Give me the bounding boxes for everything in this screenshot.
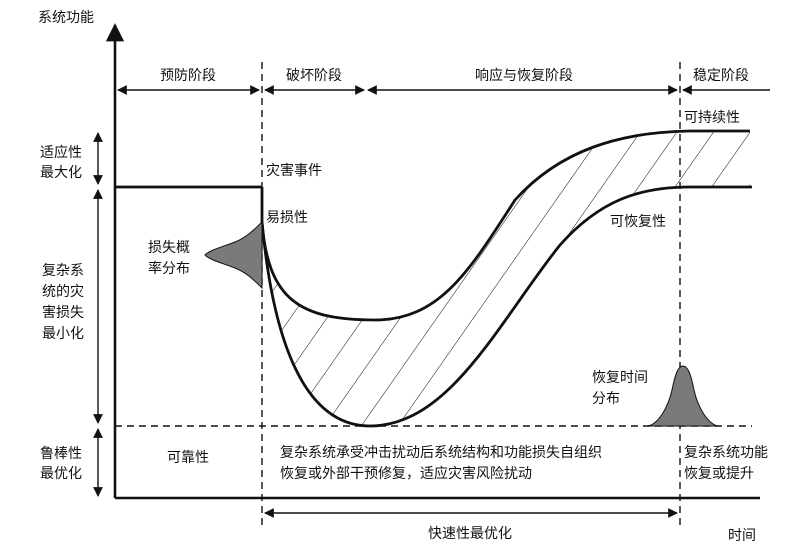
- recovery-time-label-line1: 恢复时间: [592, 369, 648, 386]
- phase-stable-label: 稳定阶段: [693, 68, 749, 84]
- y-axis-label: 系统功能: [38, 10, 94, 26]
- loss-probability-label-line2: 率分布: [148, 260, 190, 277]
- recoverability-label: 可恢复性: [610, 213, 666, 230]
- right-description-line1: 复杂系统功能: [684, 444, 768, 461]
- loss-label-line4: 最小化: [42, 326, 84, 342]
- middle-description-line2: 恢复或外部干预修复，适应灾害风险扰动: [280, 465, 532, 482]
- sustainability-label: 可持续性: [684, 109, 740, 126]
- right-description-line2: 恢复或提升: [684, 465, 754, 482]
- vulnerability-label: 易损性: [266, 210, 308, 226]
- hatched-loss-region: [262, 131, 750, 426]
- vulnerability-curve: [260, 185, 752, 428]
- reliability-label: 可靠性: [167, 450, 209, 466]
- middle-description-line1: 复杂系统承受冲击扰动后系统结构和功能损失自组织: [280, 444, 602, 461]
- robustness-label-line2: 最优化: [40, 466, 82, 482]
- loss-label-line2: 统的灾: [42, 283, 84, 300]
- loss-probability-label-line1: 损失概: [148, 240, 190, 256]
- loss-label-line1: 复杂系: [42, 262, 84, 279]
- recovery-time-distribution: [647, 365, 719, 427]
- recovery-time-label-line2: 分布: [592, 391, 620, 407]
- phase-response-label: 响应与恢复阶段: [475, 67, 573, 84]
- recoverability-curve: [260, 129, 750, 322]
- x-axis-label: 时间: [728, 528, 756, 544]
- rapidity-label: 快速性最优化: [428, 526, 512, 542]
- disaster-event-label: 灾害事件: [266, 162, 322, 179]
- phase-destruction-label: 破坏阶段: [286, 68, 342, 84]
- phase-prevention-label: 预防阶段: [160, 68, 216, 84]
- loss-label-line3: 害损失: [42, 305, 84, 321]
- robustness-label-line1: 鲁棒性: [40, 446, 82, 462]
- adaptability-label-line2: 最大化: [40, 165, 82, 181]
- loss-probability-distribution: [204, 220, 263, 290]
- adaptability-label-line1: 适应性: [40, 144, 82, 161]
